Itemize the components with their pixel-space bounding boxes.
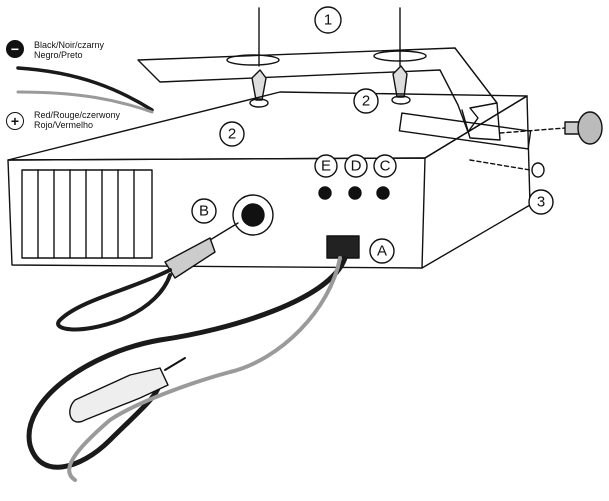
callout-jack-c-label: C [380,158,391,175]
thumbscrew [499,111,603,145]
screw-washer-left [249,98,269,108]
callout-screw-right-label: 2 [362,93,370,110]
antenna-leader [209,222,239,241]
callout-washer-circle [528,189,554,215]
antenna-plug [164,237,216,279]
callout-jack-c-circle [373,154,397,178]
red-wire-label-line2: Rojo/Vermelho [34,120,94,130]
antenna-connector-inner [241,203,265,227]
red-wire-label-line1: Red/Rouge/czerwony [34,110,121,120]
fuse-holder-lead [164,357,186,371]
side-washer [531,162,545,178]
callout-power-label: A [377,243,387,260]
callout-bracket-label: 1 [324,12,332,29]
screw-washer-right [391,95,411,105]
black-wire [16,66,154,112]
black-wire-label-line2: Negro/Preto [34,50,83,60]
bracket-right-arm [454,47,501,141]
jack-e [318,186,332,200]
callout-screw-left-circle [219,121,245,147]
callout-washer-label: 3 [537,194,545,211]
bracket-slot-left [226,54,280,66]
power-port [326,235,360,259]
callout-antenna-circle [191,198,217,224]
jack-c [376,186,390,200]
black-wire-label: Black/Noir/czarny Negro/Preto [34,40,104,60]
callout-power-circle [369,238,395,264]
callout-jack-d-circle [344,154,368,178]
power-cable-black [26,255,348,470]
callout-jack-e-circle [314,154,338,178]
power-cable-gray [67,256,342,482]
callout-jack-e-label: E [321,158,331,175]
callout-jack-d-label: D [351,158,362,175]
mounting-screw-right [392,65,408,98]
jack-d [348,186,362,200]
side-screw-guide [469,159,531,171]
callout-bracket-circle [314,6,342,34]
side-mount-strip [398,112,532,150]
antenna-connector [232,194,274,236]
black-wire-label-line1: Black/Noir/czarny [34,40,105,50]
fuse-holder [69,367,169,423]
coax-cable [56,268,172,332]
negative-terminal-icon: − [6,40,24,58]
positive-terminal-icon: + [6,112,24,130]
heatsink-fins [21,169,153,259]
red-wire [16,90,154,114]
mounting-screw-left [251,69,267,101]
radio-side-panel [421,95,531,269]
red-wire-label: Red/Rouge/czerwony Rojo/Vermelho [34,110,120,130]
callout-screw-right-circle [353,88,379,114]
callout-antenna-label: B [199,203,209,220]
callout-screw-left-label: 2 [228,126,236,143]
